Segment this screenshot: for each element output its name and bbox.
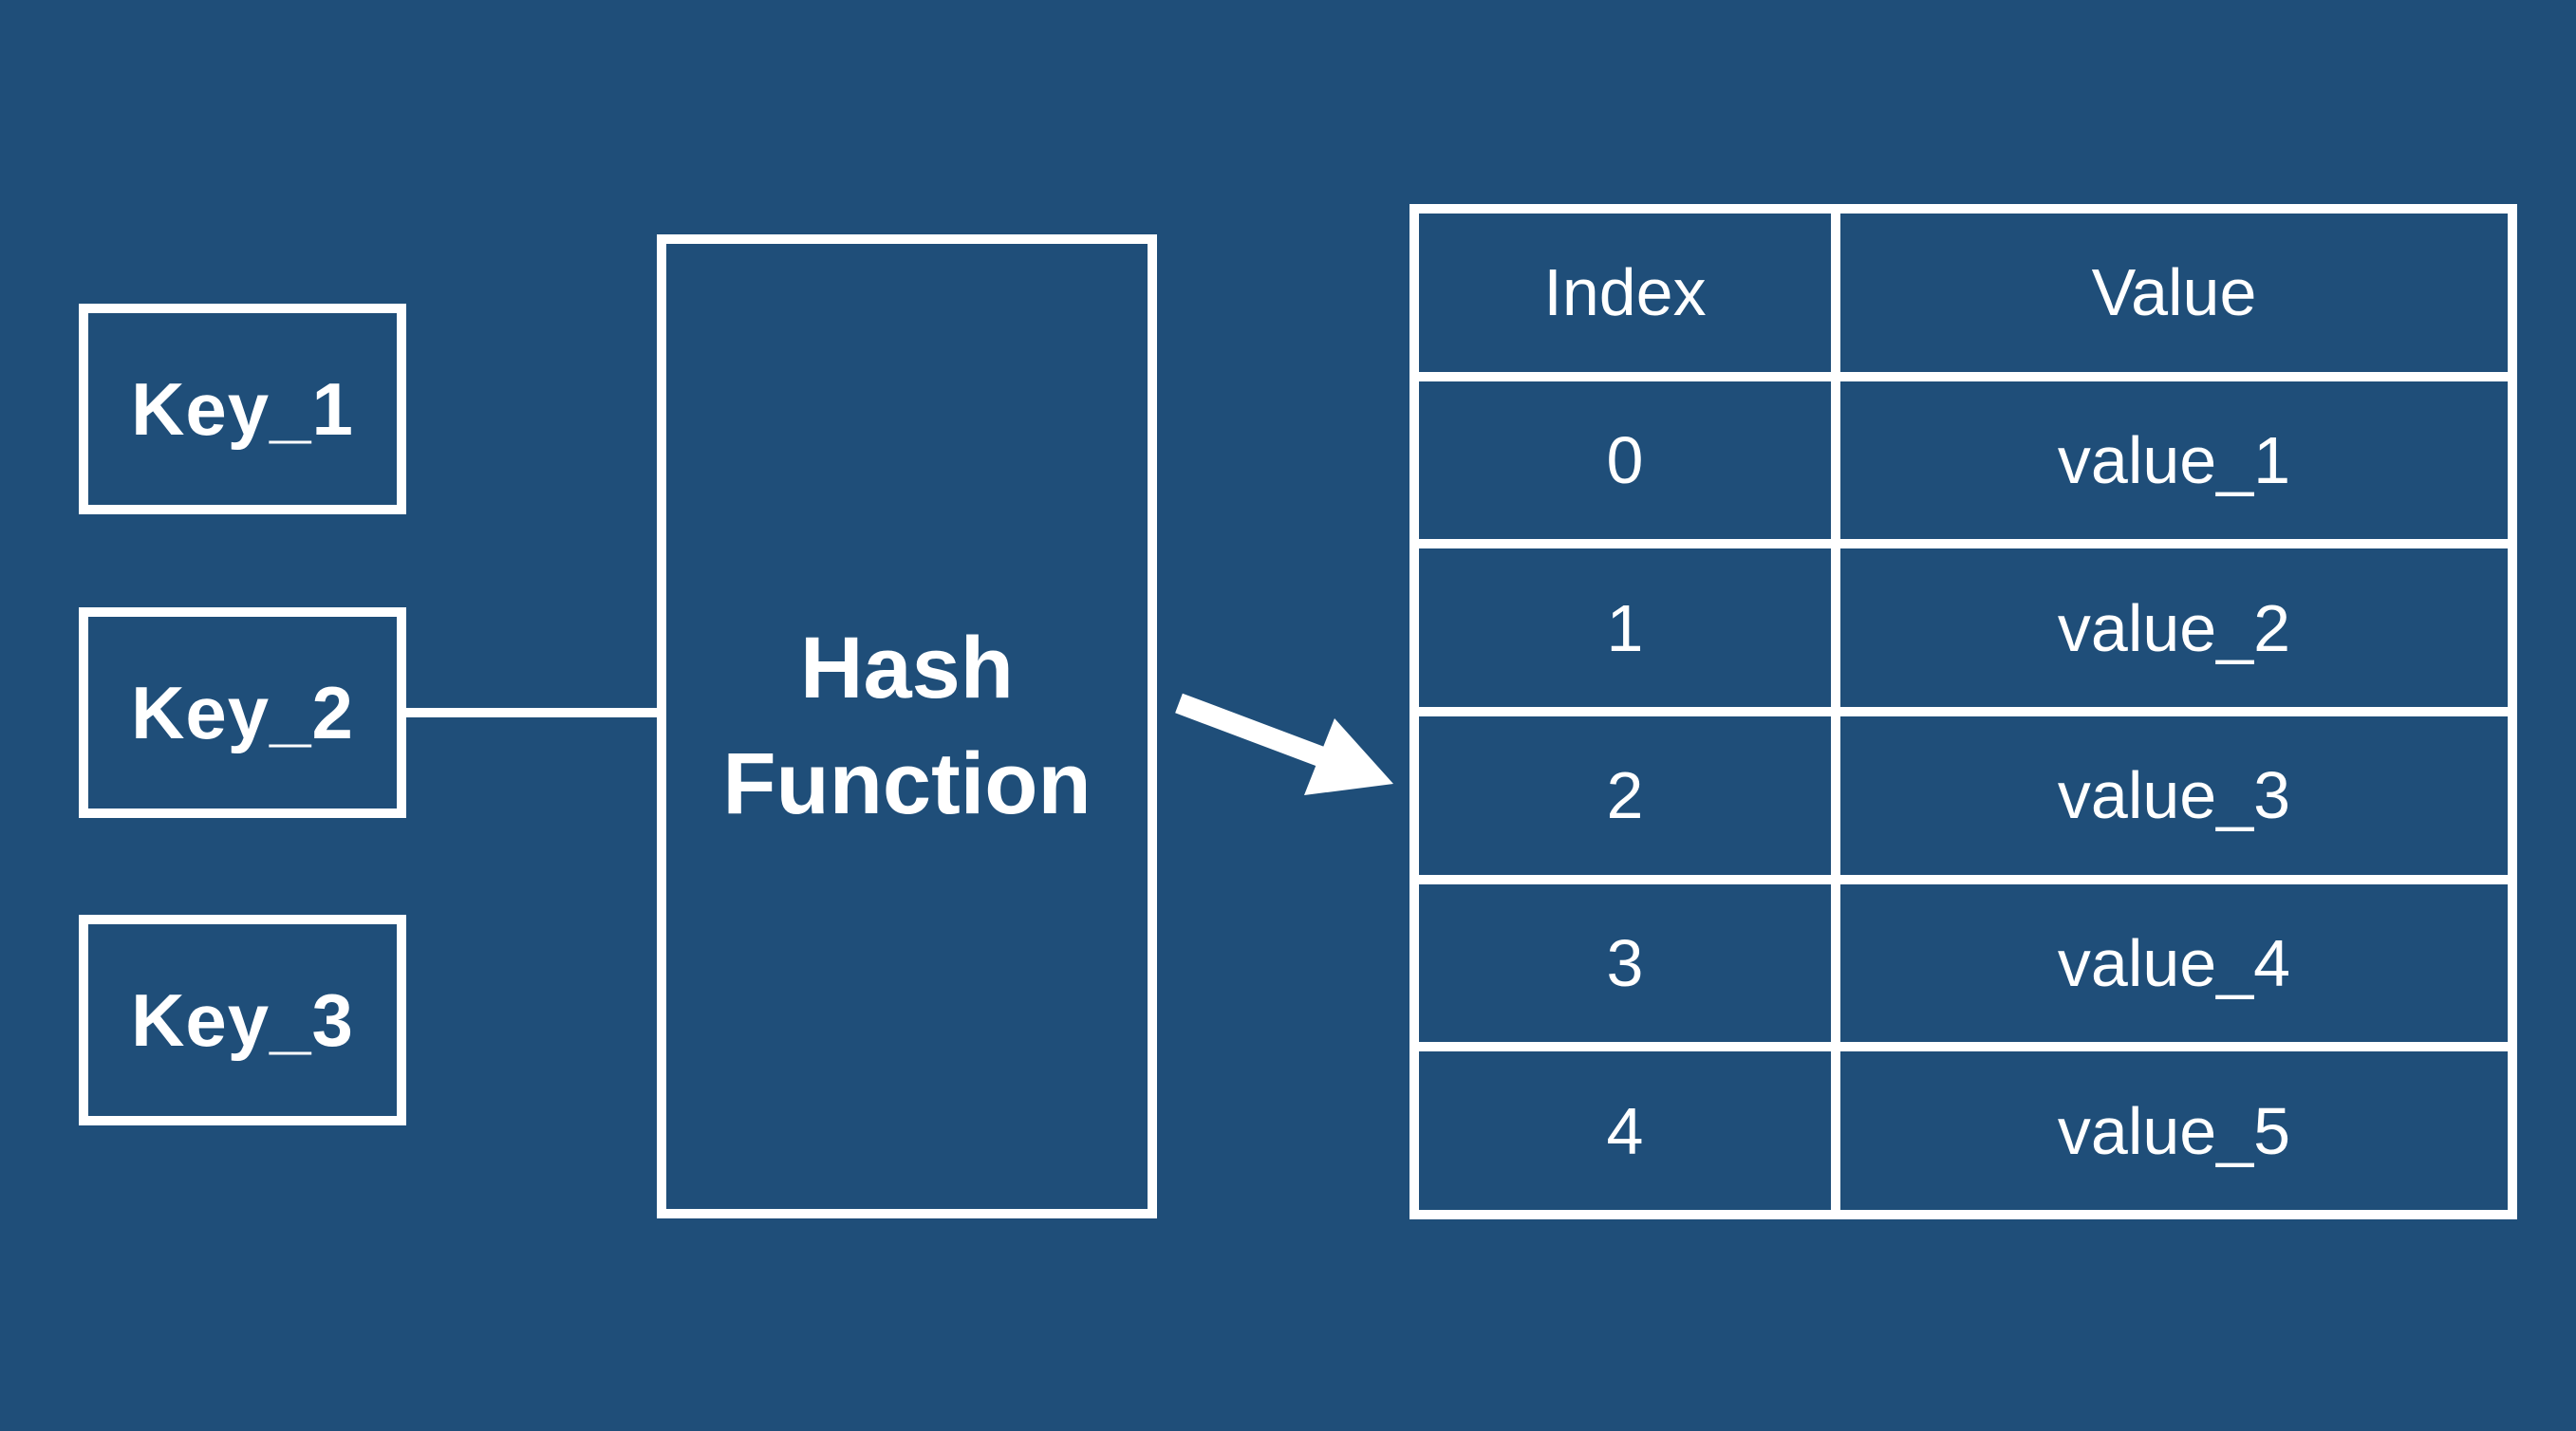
key-1-label: Key_1	[131, 366, 354, 451]
table-cell-value-4: value_5	[1840, 1051, 2508, 1210]
hash-function-label-line2: Function	[722, 734, 1092, 832]
table-cell-index-3: 3	[1419, 883, 1831, 1043]
table-cell-index-0: 0	[1419, 381, 1831, 540]
table-cell-value-1: value_2	[1840, 548, 2508, 707]
key2-to-hash-connector-line	[406, 708, 659, 717]
table-cell-index-4: 4	[1419, 1051, 1831, 1210]
key-1-box: Key_1	[79, 304, 406, 514]
key-3-box: Key_3	[79, 915, 406, 1125]
table-cell-value-2: value_3	[1840, 716, 2508, 875]
hash-function-box: Hash Function	[657, 234, 1157, 1218]
key-2-box: Key_2	[79, 607, 406, 818]
table-cell-value-0: value_1	[1840, 381, 2508, 540]
hash-function-label-line1: Hash	[800, 620, 1014, 717]
table-cell-index-1: 1	[1419, 548, 1831, 707]
table-cell-value-3: value_4	[1840, 883, 2508, 1043]
table-header-index: Index	[1419, 214, 1831, 372]
key-3-label: Key_3	[131, 977, 354, 1062]
key-2-label: Key_2	[131, 670, 354, 754]
table-header-value: Value	[1840, 214, 2508, 372]
table-cell-index-2: 2	[1419, 716, 1831, 875]
hash-table: Index Value 0 value_1 1 value_2 2 value_…	[1409, 204, 2517, 1219]
